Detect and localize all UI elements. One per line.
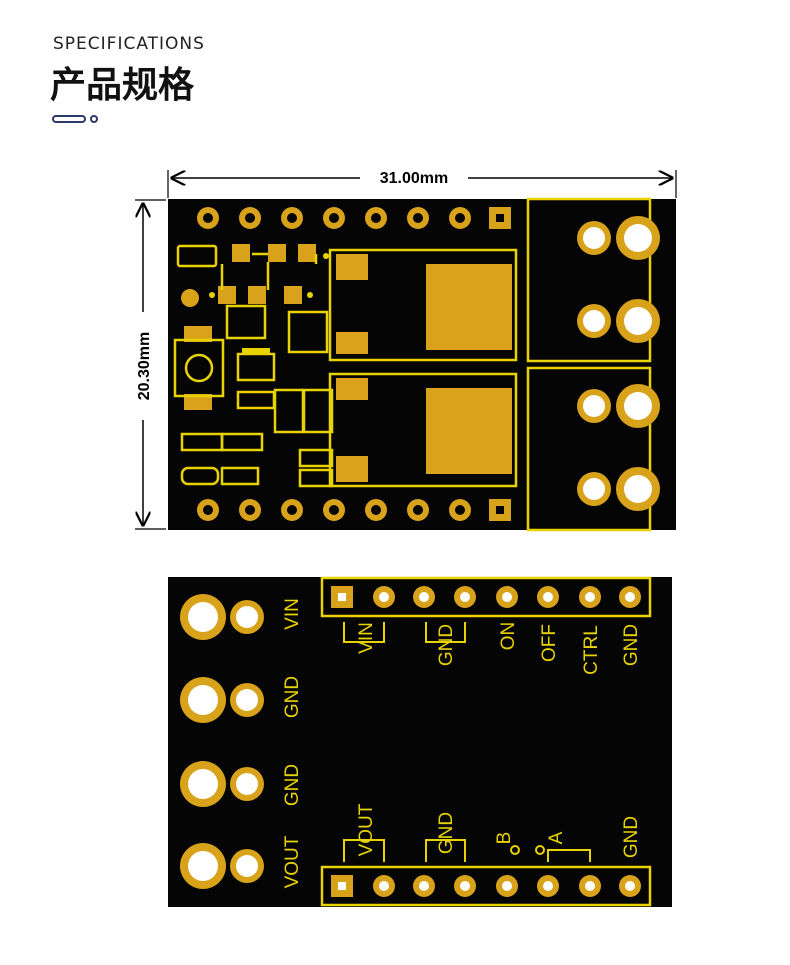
terminal-label-gnd-2: GND <box>282 764 303 806</box>
header-top-label-gnd: GND <box>436 624 457 666</box>
header-top-label-on: ON <box>498 622 519 651</box>
header-top-label-off: OFF <box>539 624 560 662</box>
terminal-pads <box>577 216 660 511</box>
dimension-height-label: 20.30mm <box>136 332 153 401</box>
header-bottom-label-gnd-2: GND <box>621 816 642 858</box>
terminal-label-gnd-1: GND <box>282 676 303 718</box>
terminal-label-vout: VOUT <box>282 835 303 888</box>
dimension-width-label: 31.00mm <box>380 170 449 187</box>
dimension-width: 31.00mm <box>167 170 677 198</box>
pcb-top-view <box>168 197 676 532</box>
header-bottom-label-gnd: GND <box>436 812 457 854</box>
header-bottom-label-a: A <box>546 831 567 844</box>
header-bottom-label-vout: VOUT <box>356 803 377 856</box>
header-title-en: SPECIFICATIONS <box>53 34 205 54</box>
header-top-label-vin: VIN <box>356 622 377 654</box>
terminal-label-vin: VIN <box>282 598 303 630</box>
dimension-height: 20.30mm <box>135 199 166 530</box>
header-top-label-ctrl: CTRL <box>581 625 602 675</box>
header-title-cn: 产品规格 <box>50 65 195 106</box>
header-bottom-label-b: B <box>494 832 515 845</box>
pcb-bottom-view: VIN GND GND VOUT VIN GND ON OFF CTRL GND <box>168 576 672 907</box>
header-top-label-gnd-2: GND <box>621 624 642 666</box>
header-decoration-icon <box>52 115 98 123</box>
